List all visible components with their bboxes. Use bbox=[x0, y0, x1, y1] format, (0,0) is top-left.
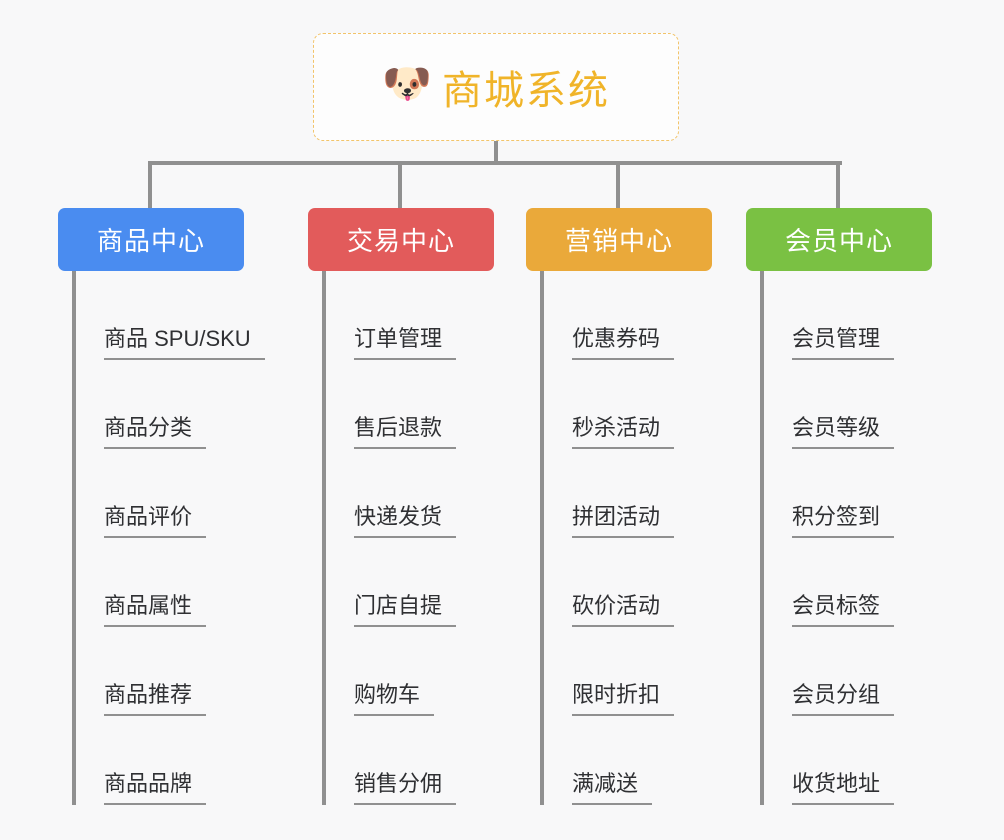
branch-header-label-1: 交易中心 bbox=[346, 226, 455, 256]
list-item[interactable]: 限时折扣 bbox=[540, 627, 800, 716]
list-item[interactable]: 收货地址 bbox=[760, 716, 1004, 805]
branch-drop-connector-0 bbox=[148, 161, 152, 208]
branch-item-label: 会员等级 bbox=[792, 417, 895, 449]
branch-item-label: 售后退款 bbox=[354, 417, 457, 449]
list-item[interactable]: 拼团活动 bbox=[540, 449, 800, 538]
branch-header-2[interactable]: 营销中心 bbox=[526, 208, 712, 271]
branch-item-list-0: 商品 SPU/SKU 商品分类 商品评价 商品属性 商品推荐 商品品牌 bbox=[72, 271, 332, 805]
branch-header-label-0: 商品中心 bbox=[96, 226, 205, 256]
branch-item-label: 销售分佣 bbox=[354, 773, 457, 805]
list-item[interactable]: 商品 SPU/SKU bbox=[72, 271, 332, 360]
shiba-dog-face-icon: 🐶 bbox=[382, 62, 432, 106]
list-item[interactable]: 优惠券码 bbox=[540, 271, 800, 360]
list-item[interactable]: 秒杀活动 bbox=[540, 360, 800, 449]
branch-item-label: 商品分类 bbox=[104, 417, 207, 449]
list-item[interactable]: 销售分佣 bbox=[322, 716, 582, 805]
list-item[interactable]: 快递发货 bbox=[322, 449, 582, 538]
list-item[interactable]: 购物车 bbox=[322, 627, 582, 716]
list-item[interactable]: 订单管理 bbox=[322, 271, 582, 360]
branch-item-label: 砍价活动 bbox=[572, 595, 675, 627]
root-node-label: 商城系统 bbox=[442, 69, 610, 113]
branch-drop-connector-1 bbox=[398, 161, 402, 208]
list-item[interactable]: 满减送 bbox=[540, 716, 800, 805]
branch-column-1: 交易中心 订单管理 售后退款 快递发货 门店自提 购物车 销售分佣 bbox=[308, 161, 494, 805]
branch-bus-connector bbox=[148, 161, 842, 165]
branch-header-1[interactable]: 交易中心 bbox=[308, 208, 494, 271]
branch-item-label: 秒杀活动 bbox=[572, 417, 675, 449]
branch-item-label: 商品品牌 bbox=[104, 773, 207, 805]
branch-drop-connector-3 bbox=[836, 161, 840, 208]
branch-item-label: 积分签到 bbox=[792, 506, 895, 538]
branch-column-0: 商品中心 商品 SPU/SKU 商品分类 商品评价 商品属性 商品推荐 商品品牌 bbox=[58, 161, 265, 805]
branch-item-label: 订单管理 bbox=[354, 328, 457, 360]
branch-trunk-1 bbox=[322, 271, 326, 805]
root-stem-connector bbox=[494, 141, 498, 163]
list-item[interactable]: 商品评价 bbox=[72, 449, 332, 538]
branch-header-3[interactable]: 会员中心 bbox=[746, 208, 932, 271]
list-item[interactable]: 会员标签 bbox=[760, 538, 1004, 627]
branch-item-label: 快递发货 bbox=[354, 506, 457, 538]
branch-trunk-0 bbox=[72, 271, 76, 805]
branch-header-0[interactable]: 商品中心 bbox=[58, 208, 244, 271]
branch-item-label: 拼团活动 bbox=[572, 506, 675, 538]
branch-item-label: 会员标签 bbox=[792, 595, 895, 627]
branch-item-label: 购物车 bbox=[354, 684, 435, 716]
list-item[interactable]: 售后退款 bbox=[322, 360, 582, 449]
branch-item-label: 会员管理 bbox=[792, 328, 895, 360]
list-item[interactable]: 商品属性 bbox=[72, 538, 332, 627]
branch-item-label: 商品推荐 bbox=[104, 684, 207, 716]
branch-item-label: 优惠券码 bbox=[572, 328, 675, 360]
branch-item-label: 商品评价 bbox=[104, 506, 207, 538]
branch-item-label: 商品属性 bbox=[104, 595, 207, 627]
list-item[interactable]: 会员管理 bbox=[760, 271, 1004, 360]
branch-item-list-1: 订单管理 售后退款 快递发货 门店自提 购物车 销售分佣 bbox=[322, 271, 582, 805]
root-node[interactable]: 🐶 商城系统 bbox=[313, 33, 679, 141]
branch-header-label-2: 营销中心 bbox=[564, 226, 673, 256]
branch-item-label: 会员分组 bbox=[792, 684, 895, 716]
list-item[interactable]: 会员等级 bbox=[760, 360, 1004, 449]
branch-item-label: 商品 SPU/SKU bbox=[104, 328, 265, 360]
branch-drop-connector-2 bbox=[616, 161, 620, 208]
list-item[interactable]: 门店自提 bbox=[322, 538, 582, 627]
list-item[interactable]: 商品推荐 bbox=[72, 627, 332, 716]
branch-column-3: 会员中心 会员管理 会员等级 积分签到 会员标签 会员分组 收货地址 bbox=[746, 161, 932, 805]
branch-trunk-2 bbox=[540, 271, 544, 805]
branch-header-label-3: 会员中心 bbox=[784, 226, 893, 256]
list-item[interactable]: 会员分组 bbox=[760, 627, 1004, 716]
list-item[interactable]: 商品分类 bbox=[72, 360, 332, 449]
branch-item-label: 满减送 bbox=[572, 773, 653, 805]
branch-item-list-2: 优惠券码 秒杀活动 拼团活动 砍价活动 限时折扣 满减送 bbox=[540, 271, 800, 805]
list-item[interactable]: 砍价活动 bbox=[540, 538, 800, 627]
branch-column-2: 营销中心 优惠券码 秒杀活动 拼团活动 砍价活动 限时折扣 满减送 bbox=[526, 161, 712, 805]
branch-item-label: 门店自提 bbox=[354, 595, 457, 627]
branch-trunk-3 bbox=[760, 271, 764, 805]
list-item[interactable]: 积分签到 bbox=[760, 449, 1004, 538]
branch-item-list-3: 会员管理 会员等级 积分签到 会员标签 会员分组 收货地址 bbox=[760, 271, 1004, 805]
list-item[interactable]: 商品品牌 bbox=[72, 716, 332, 805]
branch-item-label: 限时折扣 bbox=[572, 684, 675, 716]
branch-item-label: 收货地址 bbox=[792, 773, 895, 805]
